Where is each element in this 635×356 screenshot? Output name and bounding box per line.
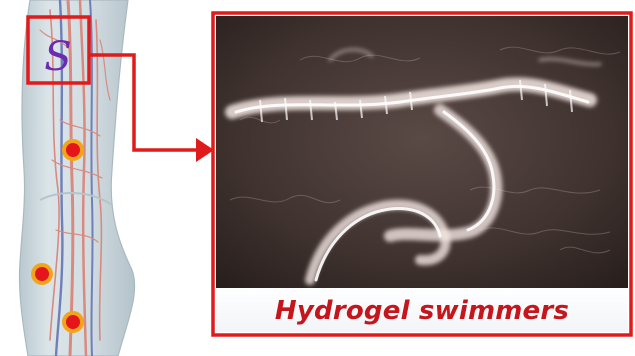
injection-site-marker bbox=[33, 265, 51, 283]
swimmer-glyph: S bbox=[44, 34, 71, 80]
injection-site-marker bbox=[64, 313, 82, 331]
caption-text: Hydrogel swimmers bbox=[213, 287, 631, 335]
injection-site-marker bbox=[64, 141, 82, 159]
